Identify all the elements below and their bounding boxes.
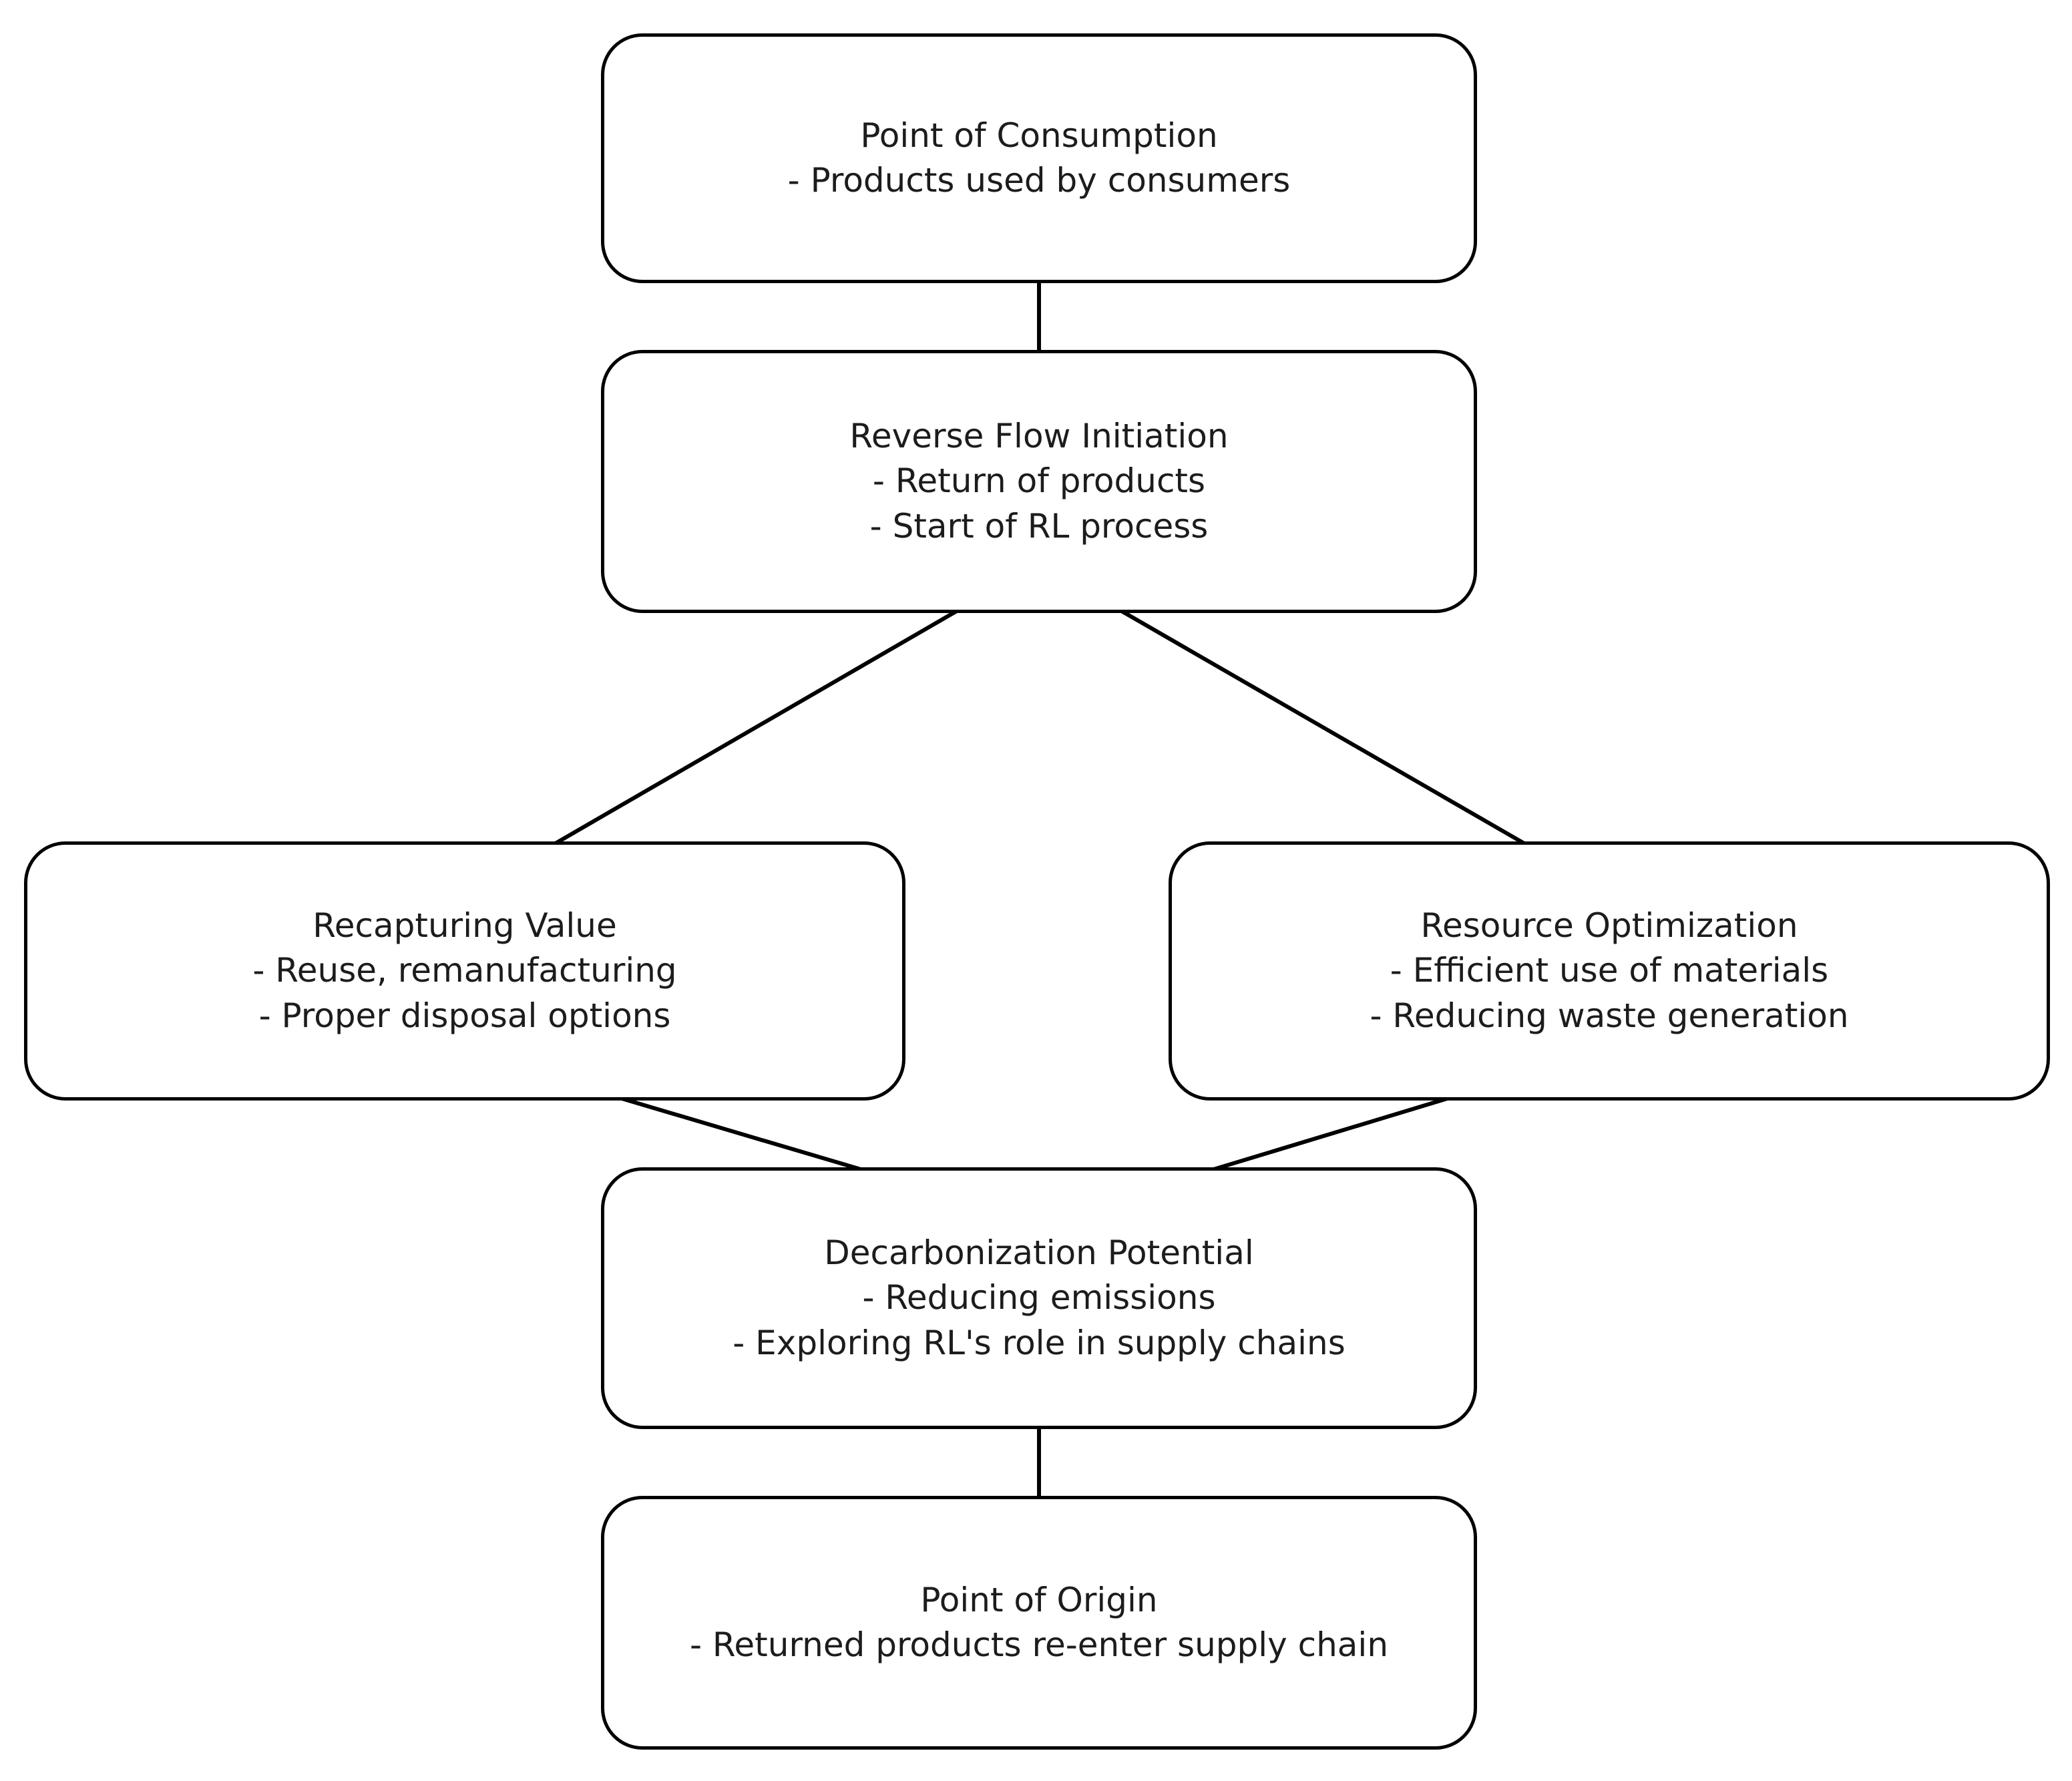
node-reverse-flow-initiation: Reverse Flow Initiation - Return of prod… xyxy=(601,350,1477,613)
node-bullet: - Products used by consumers xyxy=(787,161,1291,200)
node-bullet: - Returned products re-enter supply chai… xyxy=(689,1625,1389,1664)
node-point-of-consumption: Point of Consumption - Products used by … xyxy=(601,33,1477,283)
node-bullet: - Efficient use of materials xyxy=(1390,951,1829,990)
node-title: Reverse Flow Initiation xyxy=(849,416,1229,455)
node-bullet: - Start of RL process xyxy=(869,506,1209,546)
node-title: Point of Consumption xyxy=(860,116,1218,155)
node-bullet: - Reducing waste generation xyxy=(1370,996,1849,1035)
node-bullet: - Exploring RL's role in supply chains xyxy=(733,1323,1345,1362)
arrow-reverse-flow-to-recapturing-value xyxy=(476,563,1038,890)
node-bullet: - Proper disposal options xyxy=(258,996,671,1035)
node-bullet: - Return of products xyxy=(872,461,1206,501)
node-recapturing-value: Recapturing Value - Reuse, remanufacturi… xyxy=(24,841,905,1101)
node-title: Resource Optimization xyxy=(1420,906,1798,945)
node-title: Recapturing Value xyxy=(313,906,617,945)
node-bullet: - Reuse, remanufacturing xyxy=(252,951,677,990)
node-resource-optimization: Resource Optimization - Efficient use of… xyxy=(1169,841,2050,1101)
node-title: Point of Origin xyxy=(920,1580,1158,1619)
node-point-of-origin: Point of Origin - Returned products re-e… xyxy=(601,1496,1477,1750)
node-decarbonization-potential: Decarbonization Potential - Reducing emi… xyxy=(601,1167,1477,1429)
node-bullet: - Reducing emissions xyxy=(862,1278,1216,1318)
node-title: Decarbonization Potential xyxy=(824,1233,1254,1272)
